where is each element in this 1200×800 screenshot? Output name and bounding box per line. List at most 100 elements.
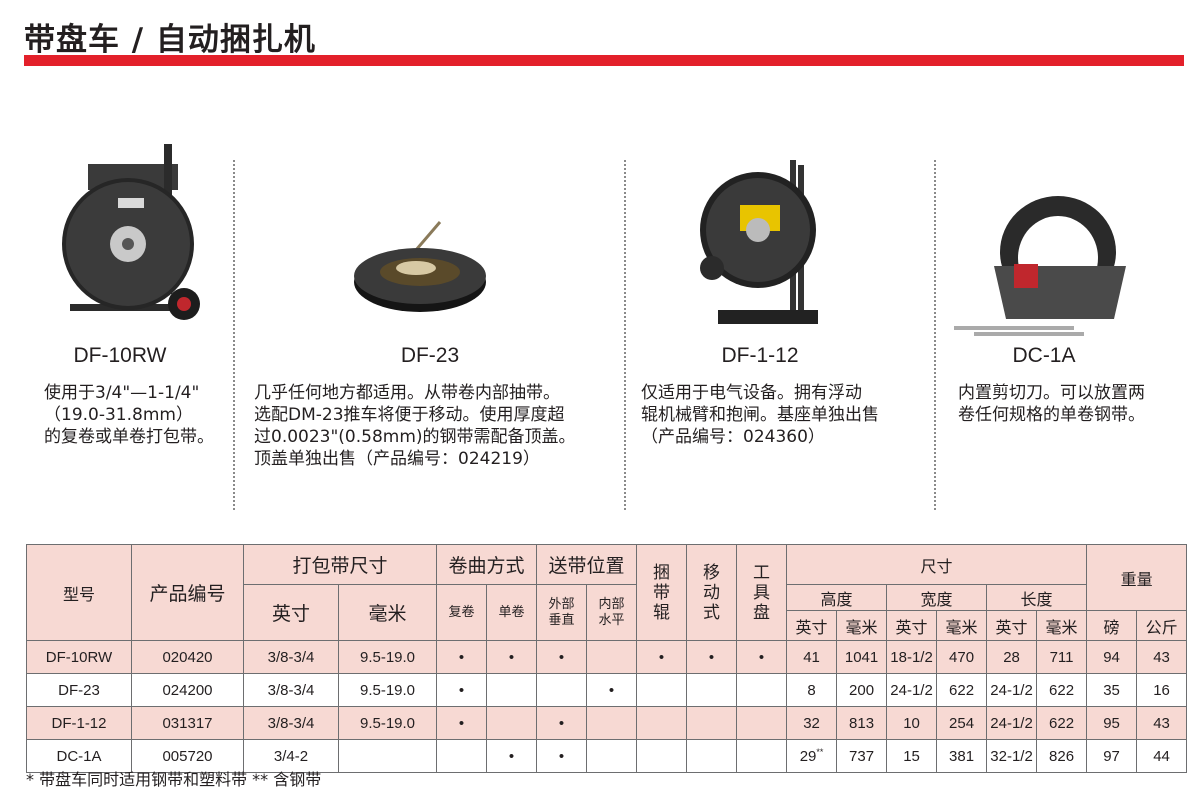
cell-single: [486, 706, 538, 740]
cell-width-mm: 381: [936, 739, 988, 773]
cell-height-inch: 8: [786, 673, 838, 707]
cell-roller: •: [636, 640, 688, 674]
cell-double: •: [436, 673, 488, 707]
cell-height-mm: 1041: [836, 640, 888, 674]
cell-height-inch: 32: [786, 706, 838, 740]
cell-mm: 9.5-19.0: [337, 706, 438, 740]
cell-height-mm: 737: [836, 739, 888, 773]
cell-tray: [736, 739, 788, 773]
header-width-inch: 英寸: [886, 610, 938, 641]
cell-double: •: [436, 706, 488, 740]
cell-inner: •: [586, 673, 638, 707]
cell-lb: 35: [1086, 673, 1138, 707]
cell-width-mm: 622: [936, 673, 988, 707]
page-title: 带盘车 / 自动捆扎机: [24, 22, 316, 58]
cell-length-inch: 28: [986, 640, 1038, 674]
header-length: 长度: [986, 584, 1088, 611]
cell-outer: •: [536, 706, 588, 740]
cell-product-no: 031317: [131, 706, 244, 740]
cell-roller: [636, 673, 688, 707]
cell-outer: [536, 673, 588, 707]
coil-holder-image: [954, 196, 1126, 336]
header-outer-vertical: 外部垂直: [536, 584, 588, 641]
cell-mm: [337, 739, 438, 773]
header-weight: 重量: [1086, 544, 1188, 611]
model-name: DC-1A: [1012, 344, 1076, 367]
table-row: DF-1-12 031317 3/8-3/4 9.5-19.0 • • 32 8…: [26, 706, 1188, 740]
title-underline: [24, 55, 1184, 66]
cell-height-inch: 29**: [786, 739, 838, 773]
cell-outer: •: [536, 739, 588, 773]
cell-width-inch: 18-1/2: [886, 640, 938, 674]
model-name: DF-10RW: [73, 344, 167, 367]
header-tool-tray: 工具盘: [736, 544, 788, 641]
cell-roller: [636, 739, 688, 773]
footnote-marker: **: [816, 747, 824, 757]
cell-length-mm: 622: [1036, 706, 1088, 740]
cell-tray: [736, 706, 788, 740]
cell-double: [436, 739, 488, 773]
cell-length-mm: 826: [1036, 739, 1088, 773]
model-name: DF-1-12: [721, 344, 799, 367]
model-name: DF-23: [400, 344, 460, 367]
product-dc-1a: DC-1A 内置剪切刀。可以放置两 卷任何规格的单卷钢带。: [950, 150, 1185, 510]
cell-length-inch: 32-1/2: [986, 739, 1038, 773]
header-inner-horizontal: 内部水平: [586, 584, 638, 641]
header-single-coil: 单卷: [486, 584, 538, 641]
cell-mm: 9.5-19.0: [337, 640, 438, 674]
cell-model: DF-1-12: [26, 706, 132, 740]
cell-inner: [586, 706, 638, 740]
cell-lb: 94: [1086, 640, 1138, 674]
reel-stand-image: [700, 160, 818, 324]
cell-width-inch: 15: [886, 739, 938, 773]
cell-tray: [736, 673, 788, 707]
cell-inner: [586, 739, 638, 773]
cell-product-no: 020420: [131, 640, 244, 674]
header-width-mm: 毫米: [936, 610, 988, 641]
cell-inch: 3/8-3/4: [243, 706, 339, 740]
header-strap-roller: 捆带辊: [636, 544, 688, 641]
cell-model: DF-23: [26, 673, 132, 707]
header-height-mm: 毫米: [836, 610, 888, 641]
cell-model: DF-10RW: [26, 640, 132, 674]
cell-mobile: •: [686, 640, 738, 674]
header-lb: 磅: [1086, 610, 1138, 641]
product-df-10rw: DF-10RW 使用于3/4"—1-1/4" （19.0-31.8mm） 的复卷…: [30, 144, 230, 510]
cell-inch: 3/8-3/4: [243, 673, 339, 707]
dotted-divider: [233, 160, 235, 510]
product-df-23: DF-23 几乎任何地方都适用。从带卷内部抽带。 选配DM-23推车将便于移动。…: [250, 150, 620, 510]
cell-inch: 3/8-3/4: [243, 640, 339, 674]
cell-length-inch: 24-1/2: [986, 706, 1038, 740]
cell-height-inch: 41: [786, 640, 838, 674]
cell-lb: 95: [1086, 706, 1138, 740]
cell-mobile: [686, 706, 738, 740]
header-height: 高度: [786, 584, 888, 611]
product-df-1-12: DF-1-12 仅适用于电气设备。拥有浮动 辊机械臂和抱闸。基座单独出售 （产品…: [640, 150, 930, 510]
cell-single: •: [486, 739, 538, 773]
header-width: 宽度: [886, 584, 988, 611]
cell-single: •: [486, 640, 538, 674]
cell-outer: •: [536, 640, 588, 674]
product-description: 内置剪切刀。可以放置两 卷任何规格的单卷钢带。: [958, 383, 1145, 425]
cell-product-no: 005720: [131, 739, 244, 773]
product-description: 仅适用于电气设备。拥有浮动 辊机械臂和抱闸。基座单独出售 （产品编号：02436…: [641, 383, 879, 447]
cell-width-mm: 254: [936, 706, 988, 740]
cell-kg: 43: [1136, 640, 1188, 674]
cell-kg: 44: [1136, 739, 1188, 773]
cell-width-mm: 470: [936, 640, 988, 674]
cell-kg: 43: [1136, 706, 1188, 740]
cell-length-mm: 622: [1036, 673, 1088, 707]
cell-kg: 16: [1136, 673, 1188, 707]
cell-inch: 3/4-2: [243, 739, 339, 773]
cell-mobile: [686, 673, 738, 707]
reel-cart-image: [62, 144, 200, 320]
cell-lb: 97: [1086, 739, 1138, 773]
cell-height-mm: 200: [836, 673, 888, 707]
table-row: DF-10RW 020420 3/8-3/4 9.5-19.0 • • • • …: [26, 640, 1188, 674]
header-winding: 卷曲方式: [436, 544, 538, 585]
product-description: 使用于3/4"—1-1/4" （19.0-31.8mm） 的复卷或单卷打包带。: [44, 383, 214, 447]
cell-roller: [636, 706, 688, 740]
header-product-no: 产品编号: [131, 544, 244, 641]
cell-length-inch: 24-1/2: [986, 673, 1038, 707]
cell-length-mm: 711: [1036, 640, 1088, 674]
